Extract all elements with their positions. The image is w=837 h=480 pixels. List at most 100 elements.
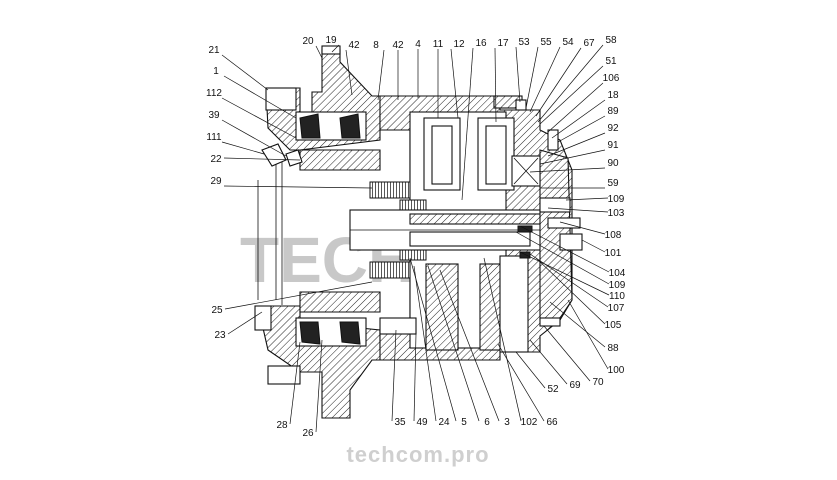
callout-label: 54 — [562, 37, 574, 48]
lower-bolt — [379, 317, 417, 335]
callout-label: 12 — [453, 39, 465, 50]
leader-line — [529, 167, 606, 173]
upper-roller-1 — [299, 113, 321, 139]
leader-line — [227, 311, 263, 335]
lower-seal-ring — [299, 291, 381, 313]
callout-label: 42 — [392, 40, 404, 51]
callout-label: 4 — [415, 39, 421, 50]
callout-label: 39 — [208, 110, 220, 121]
callout-label: 53 — [518, 37, 530, 48]
leader-line — [537, 44, 604, 123]
callout-label: 20 — [302, 36, 314, 47]
callout-label: 42 — [348, 40, 360, 51]
callout-label: 105 — [605, 320, 622, 331]
callout-label: 88 — [607, 343, 619, 354]
shaft-upper-section — [409, 213, 551, 225]
leader-line — [515, 46, 521, 103]
callout-label: 1 — [213, 66, 219, 77]
leader-line — [413, 333, 417, 422]
leader-line — [515, 351, 546, 389]
fitting-111 — [261, 143, 287, 167]
callout-label: 16 — [475, 38, 487, 49]
callout-label: 26 — [302, 428, 314, 439]
callout-label: 89 — [607, 106, 619, 117]
leader-line — [391, 329, 397, 422]
callout-label: 21 — [208, 45, 220, 56]
brake-piston-upper — [539, 197, 571, 213]
callout-label: 8 — [373, 40, 379, 51]
callout-label: 110 — [609, 291, 625, 302]
leader-line — [547, 207, 609, 213]
piston-upper-2-bore — [485, 125, 507, 185]
leader-line — [519, 251, 610, 296]
callout-label: 101 — [605, 248, 622, 259]
lower-roller-1 — [299, 321, 321, 345]
leader-line — [543, 325, 591, 382]
upper-seal-ring — [299, 149, 381, 171]
leader-line — [331, 44, 340, 53]
seal-dark-1 — [517, 225, 533, 233]
callout-label: 69 — [569, 380, 581, 391]
leader-line — [529, 46, 561, 113]
callout-label: 59 — [607, 178, 619, 189]
valve-plate-lower — [499, 255, 529, 353]
callout-label: 100 — [608, 365, 625, 376]
callout-label: 29 — [210, 176, 222, 187]
callout-label: 103 — [608, 208, 625, 219]
callout-label: 6 — [484, 417, 490, 428]
leader-line — [567, 299, 609, 370]
lower-piston-group — [425, 255, 529, 353]
leader-line — [377, 49, 385, 101]
leader-line — [409, 257, 457, 422]
piston-lower-1 — [425, 263, 459, 351]
leader-line — [565, 197, 609, 201]
leader-line — [525, 46, 539, 109]
leader-line — [519, 225, 610, 273]
callout-label: 11 — [433, 39, 444, 50]
leader-line — [221, 119, 287, 157]
port-cross — [513, 157, 539, 185]
callout-label: 23 — [214, 330, 226, 341]
leader-line — [315, 45, 323, 59]
piston-upper-1-bore — [431, 125, 453, 185]
leader-line — [413, 265, 437, 422]
upper-piston-group — [423, 117, 515, 191]
leader-line — [483, 257, 522, 422]
leader-line — [315, 339, 323, 433]
callout-label: 28 — [276, 420, 288, 431]
callout-label: 108 — [605, 230, 622, 241]
callout-label: 24 — [438, 417, 450, 428]
hub-bore-lines — [275, 155, 283, 305]
leader-line — [549, 301, 606, 348]
callout-label: 107 — [608, 303, 625, 314]
left-bearings — [295, 111, 367, 347]
shaft-core — [409, 231, 531, 247]
motor-housing — [254, 45, 583, 419]
callout-label: 104 — [609, 268, 626, 279]
callout-leader-lines — [221, 44, 610, 433]
inner-spline-upper — [399, 199, 427, 211]
callout-label: 52 — [547, 384, 559, 395]
callout-label: 5 — [461, 417, 467, 428]
leader-line — [450, 48, 459, 119]
callout-label: 49 — [416, 417, 428, 428]
lower-flange-bolt-boss — [267, 365, 301, 385]
callout-label: 111 — [206, 132, 222, 143]
leader-line — [497, 343, 545, 422]
lower-roller-2 — [339, 321, 361, 345]
lower-right-plug — [539, 317, 561, 327]
leader-line — [221, 97, 297, 139]
leader-line — [557, 115, 606, 143]
leader-line — [515, 231, 610, 285]
inner-spline-lower — [399, 249, 427, 261]
leader-line — [223, 185, 373, 189]
leader-line — [547, 132, 606, 157]
callout-label: 55 — [540, 37, 552, 48]
leader-line — [221, 54, 269, 91]
leader-line — [224, 281, 373, 310]
top-right-plug — [547, 129, 559, 151]
leader-line — [539, 149, 606, 165]
